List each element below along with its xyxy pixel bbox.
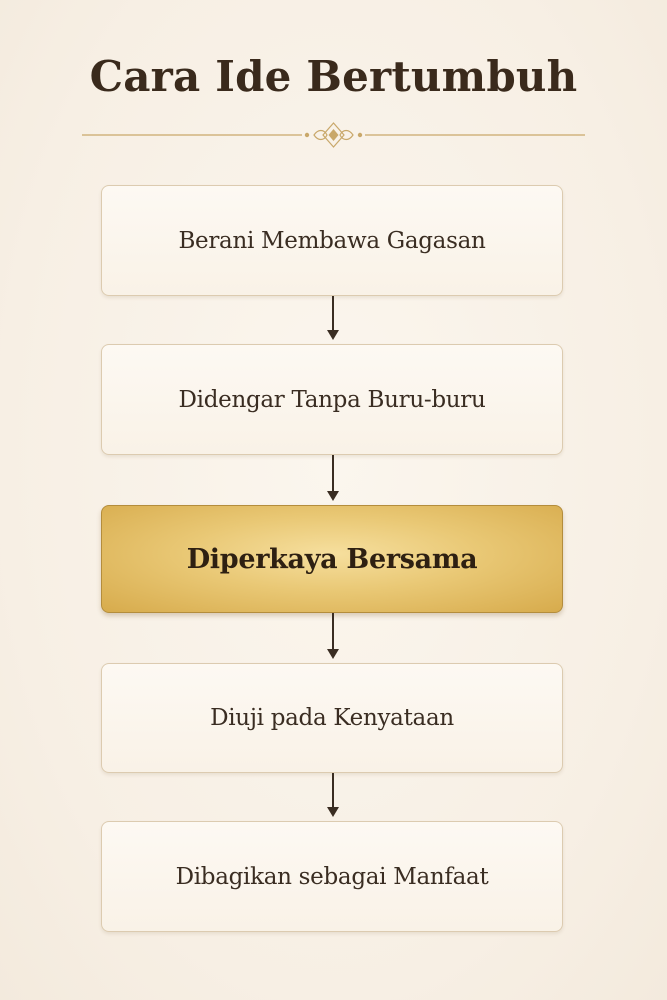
step-5-label: Dibagikan sebagai Manfaat [175, 863, 489, 890]
step-5-box: Dibagikan sebagai Manfaat [101, 821, 563, 932]
arrow-down-icon [327, 455, 339, 501]
step-2-box: Didengar Tanpa Buru-buru [101, 344, 563, 455]
divider-dot-right [357, 132, 363, 138]
step-1-label: Berani Membawa Gagasan [178, 227, 486, 254]
ornament-divider [82, 122, 585, 148]
divider-diamond-outer [322, 122, 345, 148]
arrow-down-icon [327, 773, 339, 817]
arrow-down-icon [327, 613, 339, 659]
divider-scroll-right [339, 129, 354, 141]
page-title: Cara Ide Bertumbuh [89, 52, 578, 101]
step-4-box: Diuji pada Kenyataan [101, 663, 563, 773]
step-1-box: Berani Membawa Gagasan [101, 185, 563, 296]
arrow-down-icon [327, 296, 339, 340]
step-3-box-highlighted: Diperkaya Bersama [101, 505, 563, 613]
step-4-label: Diuji pada Kenyataan [210, 705, 454, 731]
step-3-label: Diperkaya Bersama [186, 543, 478, 575]
divider-scroll-left [313, 129, 328, 141]
step-2-label: Didengar Tanpa Buru-buru [178, 386, 486, 413]
divider-dot-left [304, 132, 310, 138]
divider-diamond-inner [328, 129, 339, 141]
